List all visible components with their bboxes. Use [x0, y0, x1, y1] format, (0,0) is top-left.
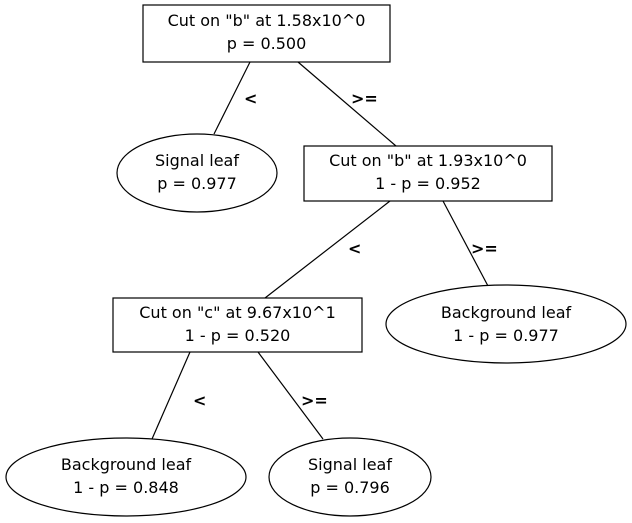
node-background-leaf-2: Background leaf 1 - p = 0.848: [5, 437, 247, 517]
node-signal-leaf-1-ellipse: [116, 133, 278, 213]
edge-label-cut-c-left: <: [193, 391, 206, 410]
edge-cut-c-to-background-leaf: [151, 351, 191, 440]
node-signal-leaf-2: Signal leaf p = 0.796: [268, 437, 432, 517]
node-signal-leaf-2-ellipse: [268, 437, 432, 517]
node-cut-b-2-label: Cut on "b" at 1.93x10^0: [329, 151, 527, 170]
edge-cut-b-2-to-background-leaf: [442, 200, 489, 287]
tree-edges: [151, 61, 489, 440]
edge-cut-c-to-signal-leaf: [257, 351, 324, 440]
edge-label-cut-b-2-right: >=: [471, 239, 498, 258]
node-root-probability: p = 0.500: [227, 34, 307, 53]
edge-root-to-signal-leaf: [213, 61, 251, 135]
node-signal-leaf-2-label: Signal leaf: [308, 455, 392, 474]
node-signal-leaf-1-label: Signal leaf: [155, 151, 239, 170]
edge-label-root-right: >=: [351, 89, 378, 108]
node-background-leaf-2-label: Background leaf: [61, 455, 192, 474]
node-cut-c-probability: 1 - p = 0.520: [185, 326, 291, 345]
edge-label-root-left: <: [244, 89, 257, 108]
node-cut-c-label: Cut on "c" at 9.67x10^1: [139, 303, 336, 322]
node-background-leaf-2-ellipse: [5, 437, 247, 517]
node-signal-leaf-1: Signal leaf p = 0.977: [116, 133, 278, 213]
node-cut-b-2-probability: 1 - p = 0.952: [375, 174, 481, 193]
node-background-leaf-1: Background leaf 1 - p = 0.977: [385, 284, 627, 364]
node-root-cut-b: Cut on "b" at 1.58x10^0 p = 0.500: [142, 4, 391, 63]
node-cut-c-box: [112, 297, 363, 353]
node-signal-leaf-2-probability: p = 0.796: [310, 478, 390, 497]
edge-label-cut-b-2-left: <: [348, 239, 361, 258]
node-cut-b-2: Cut on "b" at 1.93x10^0 1 - p = 0.952: [303, 145, 553, 202]
edge-label-cut-c-right: >=: [301, 391, 328, 410]
edge-labels: < >= < >= < >=: [193, 89, 498, 410]
node-background-leaf-1-label: Background leaf: [441, 303, 572, 322]
node-background-leaf-1-ellipse: [385, 284, 627, 364]
node-root-box: [142, 4, 391, 63]
node-cut-b-2-box: [303, 145, 553, 202]
node-background-leaf-1-probability: 1 - p = 0.977: [453, 326, 559, 345]
edge-cut-b-2-to-cut-c: [264, 200, 391, 299]
node-signal-leaf-1-probability: p = 0.977: [157, 174, 237, 193]
node-cut-c: Cut on "c" at 9.67x10^1 1 - p = 0.520: [112, 297, 363, 353]
node-background-leaf-2-probability: 1 - p = 0.848: [73, 478, 179, 497]
node-root-label: Cut on "b" at 1.58x10^0: [168, 11, 366, 30]
edge-root-to-cut-b-2: [297, 61, 397, 147]
